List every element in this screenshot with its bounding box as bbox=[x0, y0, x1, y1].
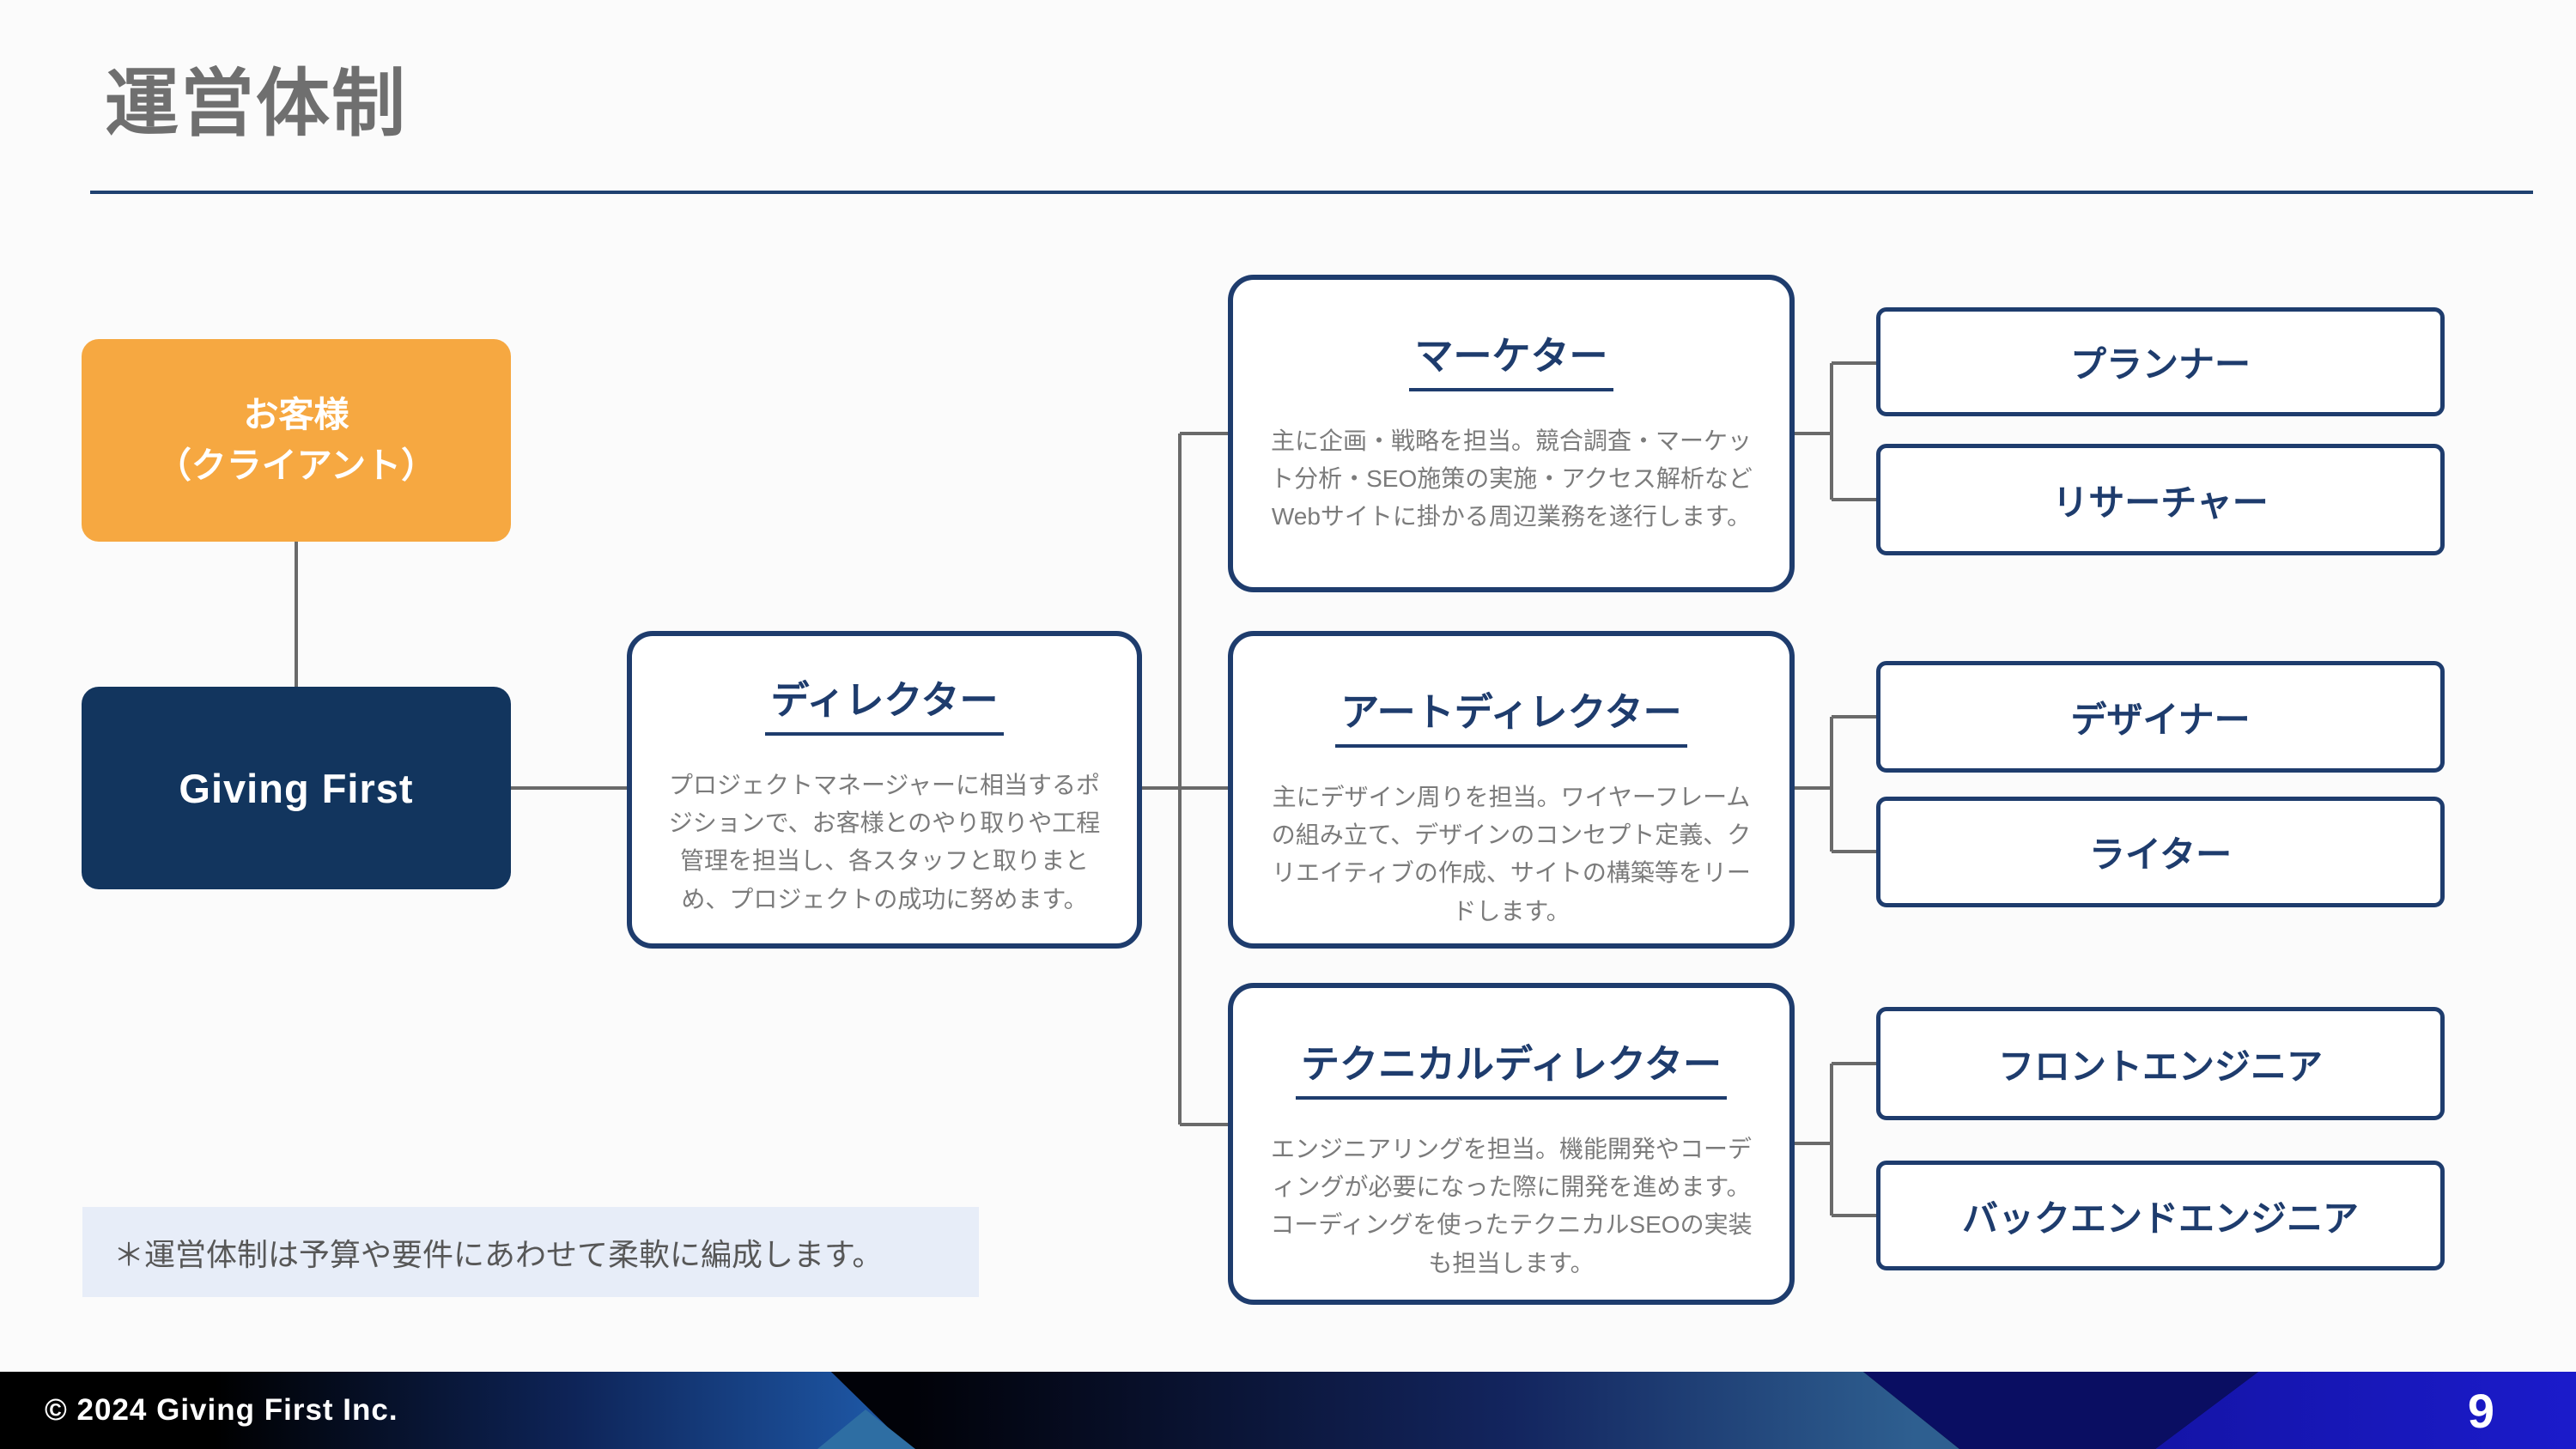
note-text: ＊運営体制は予算や要件にあわせて柔軟に編成します。 bbox=[113, 1236, 884, 1272]
technical-director-box: テクニカルディレクター エンジニアリングを担当。機能開発やコーディングが必要にな… bbox=[1228, 983, 1795, 1305]
designer-label: デザイナー bbox=[2070, 699, 2251, 740]
client-label-line2: （クライアント） bbox=[155, 446, 437, 485]
technical-director-description: エンジニアリングを担当。機能開発やコーディングが必要になった際に開発を進めます。… bbox=[1270, 1136, 1753, 1276]
backend-engineer-label: バックエンドエンジニア bbox=[1961, 1197, 2359, 1239]
marketer-description: 主に企画・戦略を担当。競合調査・マーケット分析・SEO施策の実施・アクセス解析な… bbox=[1270, 427, 1753, 530]
planner-box: プランナー bbox=[1876, 307, 2445, 416]
director-box: ディレクター プロジェクトマネージャーに相当するポジションで、お客様とのやり取り… bbox=[627, 631, 1142, 949]
front-engineer-label: フロントエンジニア bbox=[1997, 1046, 2323, 1087]
art-director-title: アートディレクター bbox=[1233, 681, 1789, 748]
planner-label: プランナー bbox=[2069, 344, 2251, 385]
page-title: 運営体制 bbox=[105, 63, 407, 145]
writer-label: ライター bbox=[2088, 834, 2233, 875]
director-title: ディレクター bbox=[632, 669, 1137, 736]
note-box: ＊運営体制は予算や要件にあわせて柔軟に編成します。 bbox=[82, 1207, 979, 1297]
marketer-title: マーケター bbox=[1233, 324, 1789, 391]
page-number: 9 bbox=[2467, 1383, 2494, 1438]
company-box: Giving First bbox=[82, 687, 511, 889]
designer-box: デザイナー bbox=[1876, 661, 2445, 773]
footer-decoration bbox=[0, 1372, 2576, 1449]
title-underline-rule bbox=[90, 191, 2533, 194]
writer-box: ライター bbox=[1876, 797, 2445, 907]
marketer-box: マーケター 主に企画・戦略を担当。競合調査・マーケット分析・SEO施策の実施・ア… bbox=[1228, 275, 1795, 592]
copyright-text: © 2024 Giving First Inc. bbox=[45, 1393, 398, 1427]
client-box: お客様 （クライアント） bbox=[82, 339, 511, 542]
backend-engineer-box: バックエンドエンジニア bbox=[1876, 1161, 2445, 1270]
front-engineer-box: フロントエンジニア bbox=[1876, 1007, 2445, 1120]
art-director-description: 主にデザイン周りを担当。ワイヤーフレームの組み立て、デザインのコンセプト定義、ク… bbox=[1271, 784, 1752, 925]
researcher-label: リサーチャー bbox=[2052, 482, 2269, 523]
client-label-line1: お客様 bbox=[243, 394, 349, 434]
art-director-box: アートディレクター 主にデザイン周りを担当。ワイヤーフレームの組み立て、デザイン… bbox=[1228, 631, 1795, 949]
footer: © 2024 Giving First Inc. 9 bbox=[0, 1372, 2576, 1449]
technical-director-title: テクニカルディレクター bbox=[1233, 1033, 1789, 1100]
company-label: Giving First bbox=[179, 765, 414, 811]
researcher-box: リサーチャー bbox=[1876, 444, 2445, 555]
director-description: プロジェクトマネージャーに相当するポジションで、お客様とのやり取りや工程管理を担… bbox=[668, 772, 1101, 912]
